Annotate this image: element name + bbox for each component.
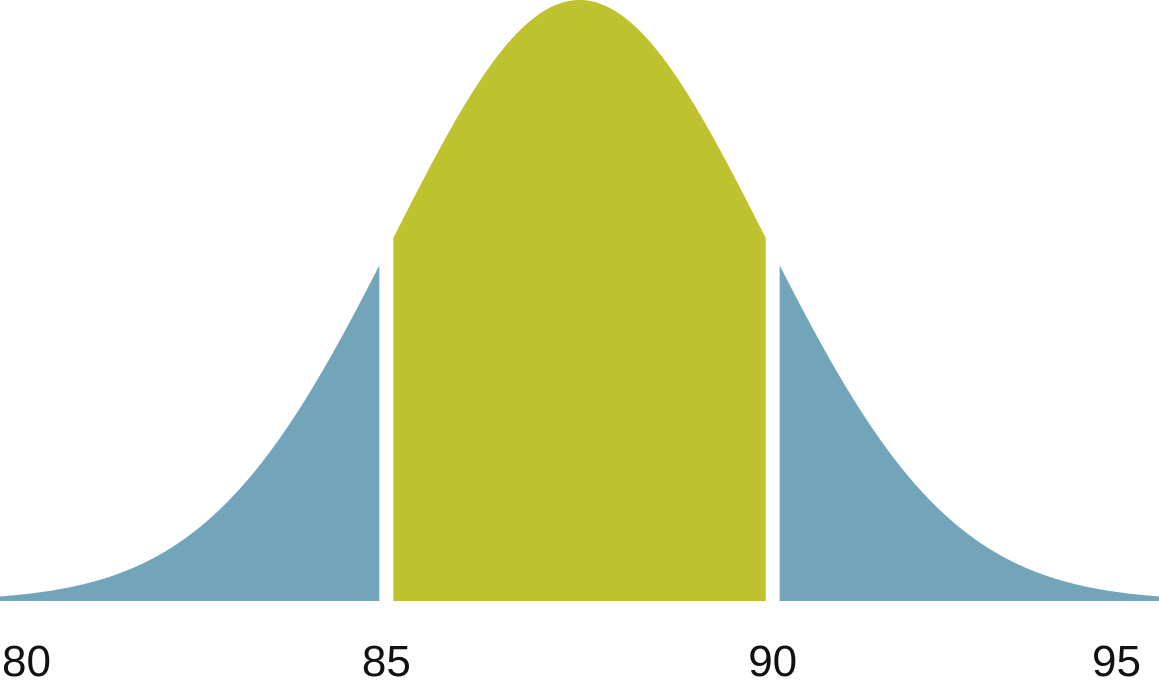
x-axis-tick-labels: 80 85 90 95 <box>2 637 1141 686</box>
x-tick-label: 85 <box>362 637 411 686</box>
region-85-90 <box>393 0 766 601</box>
region-80-85 <box>0 265 380 601</box>
x-tick-label: 80 <box>2 637 51 686</box>
x-tick-label: 95 <box>1092 637 1141 686</box>
x-tick-label: 90 <box>748 637 797 686</box>
region-90-95 <box>779 265 1159 601</box>
distribution-regions <box>0 0 1159 601</box>
